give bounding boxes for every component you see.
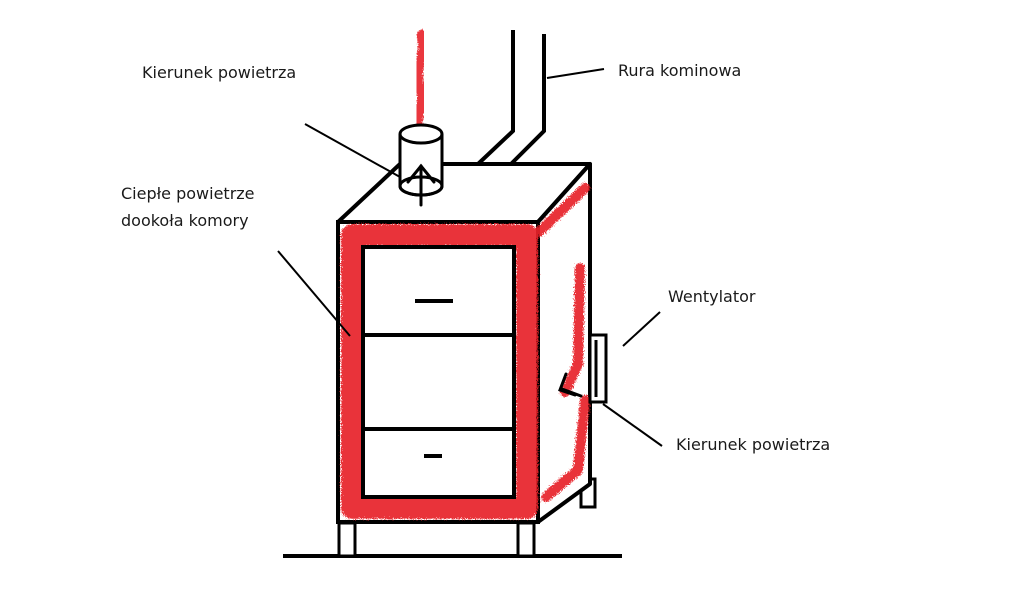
label-chimney-pipe: Rura kominowa bbox=[618, 61, 742, 80]
label-fan: Wentylator bbox=[668, 287, 756, 306]
label-warm-air-line1: Ciepłe powietrze bbox=[121, 184, 255, 203]
leader-warm-air bbox=[277, 250, 351, 337]
label-warm-air: Ciepłe powietrze dookoła komory bbox=[121, 180, 255, 234]
leader-air-side bbox=[602, 403, 663, 447]
warm-air-exhaust bbox=[411, 29, 429, 132]
label-air-direction-top: Kierunek powietrza bbox=[142, 63, 297, 82]
chamber-frame bbox=[361, 245, 516, 499]
leader-air-top bbox=[304, 123, 401, 178]
warm-air-region bbox=[341, 183, 590, 519]
leader-fan bbox=[622, 311, 661, 347]
air-direction-arrow-top bbox=[406, 163, 436, 207]
label-warm-air-line2: dookoła komory bbox=[121, 211, 249, 230]
fan-unit bbox=[588, 333, 608, 404]
front-left-leg bbox=[337, 521, 357, 558]
air-direction-arrow-side bbox=[558, 372, 583, 398]
front-right-leg bbox=[516, 521, 536, 558]
leader-chimney bbox=[546, 68, 605, 79]
chimney-pipe bbox=[476, 30, 546, 166]
label-air-direction-side: Kierunek powietrza bbox=[676, 435, 831, 454]
